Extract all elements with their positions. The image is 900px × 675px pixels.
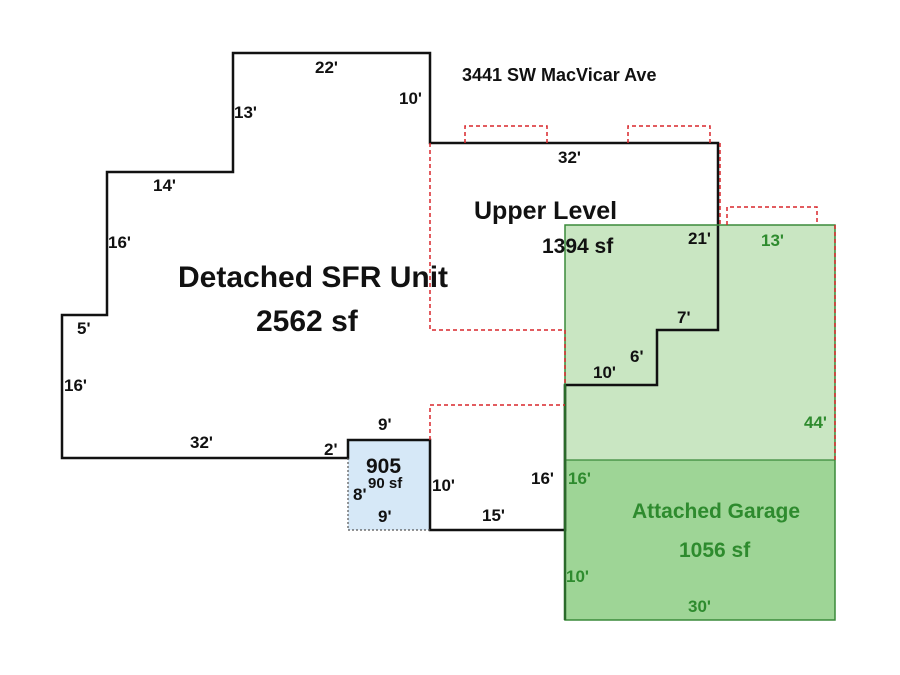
small-room-outline (347, 458, 430, 531)
upper-level-outline (429, 125, 836, 460)
address-label: 3441 SW MacVicar Ave (462, 65, 656, 85)
dim-small-bottom-9: 9' (378, 507, 392, 526)
dim-garage-left-16: 16' (568, 469, 591, 488)
dim-upper-21: 21' (688, 229, 711, 248)
dim-top-22: 22' (315, 58, 338, 77)
garage-title: Attached Garage (632, 500, 800, 523)
lower-dash-box (429, 404, 565, 440)
dim-garage-top-13: 13' (761, 231, 784, 250)
dim-right-10b: 10' (432, 476, 455, 495)
small-room-fill (348, 440, 430, 530)
dim-left-16a: 16' (108, 233, 131, 252)
dim-step-5: 5' (77, 319, 91, 338)
garage-lower-fill (565, 460, 835, 620)
dim-garage-left-10: 10' (566, 567, 589, 586)
dim-diag-10: 10' (593, 363, 616, 382)
dim-upper-32: 32' (558, 148, 581, 167)
dim-step-2: 2' (324, 440, 338, 459)
garage-top-bump (726, 206, 818, 225)
dim-diag-6: 6' (630, 347, 644, 366)
dim-garage-bottom-30: 30' (688, 597, 711, 616)
upper-bump-right (627, 125, 711, 143)
dim-diag-7: 7' (677, 308, 691, 327)
dim-step-14: 14' (153, 176, 176, 195)
dim-bottom-15: 15' (482, 506, 505, 525)
upper-level-boundary (429, 143, 566, 385)
main-unit-title: Detached SFR Unit (178, 261, 448, 294)
garage-area: 1056 sf (679, 539, 751, 562)
dim-small-top-9: 9' (378, 415, 392, 434)
upper-level-area: 1394 sf (542, 235, 614, 258)
upper-level-title: Upper Level (474, 197, 617, 225)
dim-left-16b: 16' (64, 376, 87, 395)
dim-small-left-8: 8' (353, 485, 367, 504)
dim-left-13: 13' (234, 103, 257, 122)
dim-garage-right-44: 44' (804, 413, 827, 432)
main-unit-area: 2562 sf (256, 305, 359, 338)
upper-bump-left (464, 125, 548, 143)
dim-bottom-32: 32' (190, 433, 213, 452)
small-room-title: 905 (366, 455, 401, 478)
dim-right-16: 16' (531, 469, 554, 488)
garage-upper-fill (565, 225, 835, 460)
dim-right-10: 10' (399, 89, 422, 108)
small-room-area: 90 sf (368, 475, 403, 492)
